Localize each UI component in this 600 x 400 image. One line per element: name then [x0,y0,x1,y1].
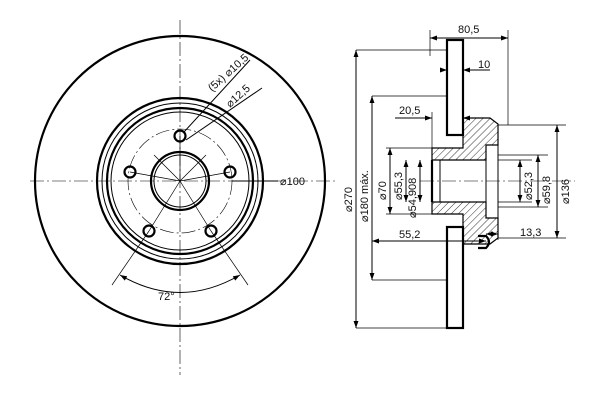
hub-diameter-dimension: ⌀70 [377,181,389,200]
hub-section-top [431,117,499,161]
hub-step-dimension: 13,3 [520,227,541,239]
front-view: (5x) ⌀10,5 ⌀12,5 ⌀100 72° [30,20,335,375]
disc-plate-bottom [445,225,465,330]
pcd-dimension: ⌀100 [280,176,305,188]
disc-outer-edge [33,34,327,328]
bolt-hole [142,224,156,238]
bolt-hole-leader [183,59,251,133]
hub-section-bottom [431,201,499,245]
bore-b-dimension: ⌀54,908 [407,178,419,218]
hub-offset-dimension: 55,2 [399,229,420,241]
bore-a-dimension: ⌀55,3 [393,172,405,200]
angle-arc [119,274,241,293]
section-view: 80,5 10 20,5 55,2 13,3 ⌀270 ⌀180 máx. ⌀7… [343,24,575,330]
bore-c-dimension: ⌀52,3 [523,172,535,200]
pilot-dimension: ⌀12,5 [224,83,253,111]
disc-plate-top [445,38,465,137]
bolt-hole [204,224,218,238]
hat-depth-dimension: 20,5 [399,105,420,117]
bore-d-dimension: ⌀59,8 [541,176,553,204]
pilot-leader [185,87,263,141]
disc-thickness-dimension: 10 [478,59,490,71]
bolt-hole [123,165,137,179]
angle-dimension: 72° [158,291,175,303]
flange-diameter-dimension: ⌀136 [560,179,572,204]
total-height-dimension: 80,5 [458,24,479,36]
friction-diameter-dimension: ⌀180 máx. [359,170,371,222]
bolt-holes [123,129,237,238]
outer-diameter-dimension: ⌀270 [343,187,355,212]
bolt-hole [223,165,237,179]
